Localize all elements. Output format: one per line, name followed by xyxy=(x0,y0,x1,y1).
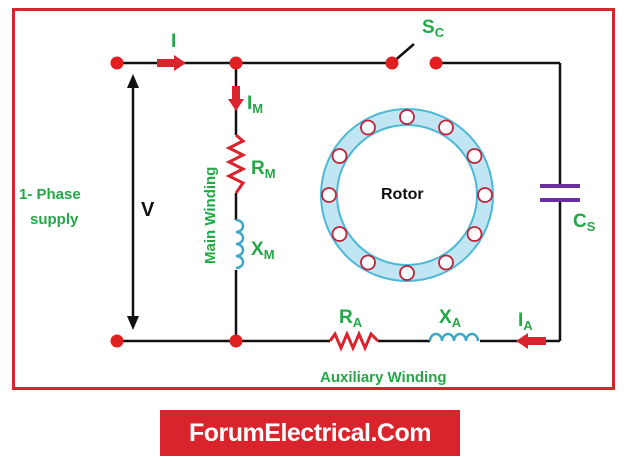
label-voltage: V xyxy=(141,199,155,221)
rotor-slot xyxy=(466,226,483,242)
rotor-slot xyxy=(360,254,376,271)
label-rm: RM xyxy=(251,158,276,181)
resistor-ra xyxy=(328,330,380,352)
label-ra: RA xyxy=(339,307,363,330)
label-capacitor: CS xyxy=(573,211,596,234)
label-current-i: I xyxy=(171,31,176,52)
rotor-slot xyxy=(331,148,348,164)
rotor-slot xyxy=(399,265,415,281)
label-xm: XM xyxy=(251,239,275,262)
node-top-junction xyxy=(229,56,243,70)
rotor-slot xyxy=(321,187,337,203)
rotor-slot xyxy=(360,119,376,136)
label-rotor: Rotor xyxy=(381,186,424,203)
label-switch: SC xyxy=(422,17,445,40)
current-arrow-im xyxy=(228,86,244,111)
label-aux-winding: Auxiliary Winding xyxy=(320,369,447,386)
rotor-slots xyxy=(321,109,493,281)
node-switch-left xyxy=(385,56,399,70)
label-supply-line2: supply xyxy=(30,211,79,228)
resistor-rm xyxy=(225,133,247,194)
rotor-slot xyxy=(466,148,483,164)
nodes xyxy=(110,56,443,348)
diagram-frame xyxy=(12,8,615,390)
node-top-left xyxy=(110,56,124,70)
inductor-xm xyxy=(229,218,245,270)
node-switch-right xyxy=(429,56,443,70)
rotor xyxy=(320,108,494,282)
label-current-ia: IA xyxy=(518,310,533,333)
node-bottom-junction xyxy=(229,334,243,348)
circuit-diagram: I IM RM XM Main Winding 1- Phase supply … xyxy=(19,17,596,386)
inductor-xa xyxy=(428,332,480,347)
rotor-slot xyxy=(331,226,348,242)
label-current-im: IM xyxy=(247,93,263,116)
label-main-winding: Main Winding xyxy=(202,167,219,264)
current-arrow-i xyxy=(157,55,186,71)
rotor-slot xyxy=(438,119,454,136)
current-arrow-ia xyxy=(516,333,546,349)
rotor-slot xyxy=(477,187,493,203)
watermark-text: ForumElectrical.Com xyxy=(189,418,431,447)
watermark-banner: ForumElectrical.Com xyxy=(160,410,460,456)
label-xa: XA xyxy=(439,307,462,330)
capacitor-cs xyxy=(540,184,580,202)
node-bottom-left xyxy=(110,334,124,348)
rotor-slot xyxy=(399,109,415,125)
voltage-arrow xyxy=(127,74,139,330)
rotor-slot xyxy=(438,254,454,271)
label-supply-line1: 1- Phase xyxy=(19,186,81,203)
